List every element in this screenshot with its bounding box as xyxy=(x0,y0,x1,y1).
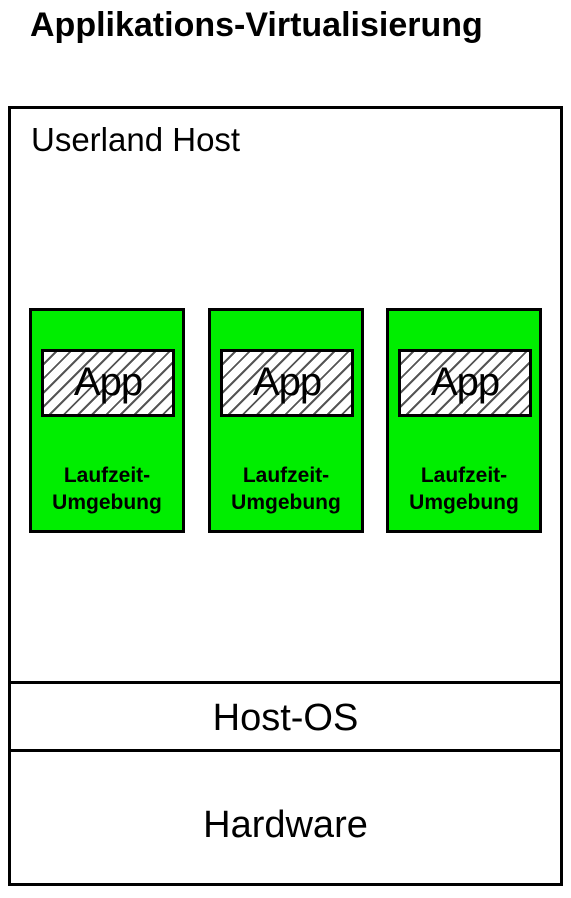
app-label-1: App xyxy=(73,360,143,404)
runtime-label-3: Laufzeit- Umgebung xyxy=(389,462,539,516)
runtime-environment-1: App Laufzeit- Umgebung xyxy=(29,308,185,533)
runtime-label-3-line2: Umgebung xyxy=(409,491,519,514)
runtime-environment-3: App Laufzeit- Umgebung xyxy=(386,308,542,533)
host-os-label: Host-OS xyxy=(212,697,359,739)
hardware-layer: Hardware xyxy=(8,752,563,886)
host-os-layer: Host-OS xyxy=(8,684,563,752)
diagram-title: Applikations-Virtualisierung xyxy=(30,6,483,44)
runtime-label-1-line2: Umgebung xyxy=(52,491,162,514)
runtime-label-2: Laufzeit- Umgebung xyxy=(211,462,361,516)
app-box-2: App xyxy=(220,349,354,417)
runtime-environment-2: App Laufzeit- Umgebung xyxy=(208,308,364,533)
app-label-3: App xyxy=(430,360,500,404)
runtime-label-2-line2: Umgebung xyxy=(231,491,341,514)
app-box-1: App xyxy=(41,349,175,417)
app-label-2: App xyxy=(252,360,322,404)
runtime-label-1: Laufzeit- Umgebung xyxy=(32,462,182,516)
runtime-label-1-line1: Laufzeit- xyxy=(63,464,151,487)
app-box-3: App xyxy=(398,349,532,417)
userland-host-layer: Userland Host xyxy=(8,106,563,684)
runtime-label-3-line1: Laufzeit- xyxy=(420,464,508,487)
hardware-label: Hardware xyxy=(203,804,368,846)
runtime-label-2-line1: Laufzeit- xyxy=(242,464,330,487)
userland-host-label: Userland Host xyxy=(31,121,241,158)
